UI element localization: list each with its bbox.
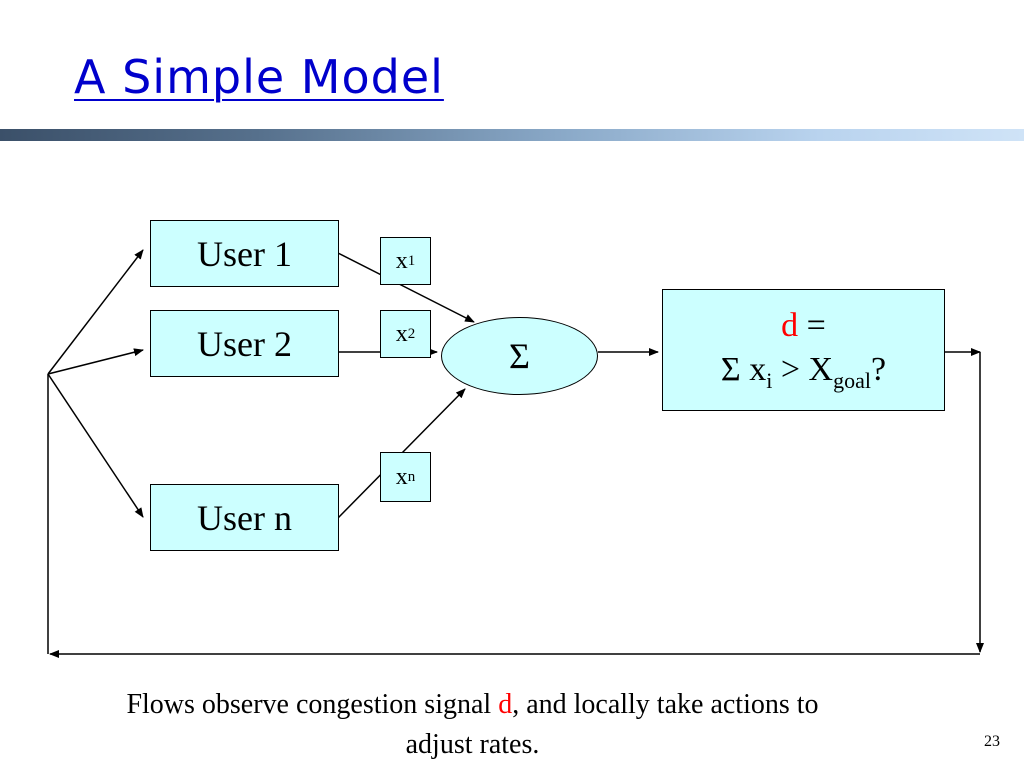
sum-node: Σ [441, 317, 598, 395]
caption-part-1: Flows observe congestion signal [126, 689, 499, 720]
flow-label-x2-sub: 2 [407, 325, 416, 342]
user-1-label: User 1 [197, 233, 292, 274]
user-n-box: User n [150, 484, 339, 551]
decision-line-2: Σ xi > Xgoal? [663, 348, 944, 403]
decision-line-1: d = [663, 304, 944, 348]
decision-i-sub: i [766, 367, 773, 393]
decision-equals: = [798, 307, 826, 344]
flow-label-x1-sub: 1 [407, 252, 416, 269]
caption-highlight: d [498, 689, 513, 720]
fanout-arrow-user1 [47, 249, 144, 375]
congestion-signal-var: d [781, 307, 799, 344]
decision-box: d = Σ xi > Xgoal? [662, 289, 945, 411]
user-2-label: User 2 [197, 323, 292, 364]
sum-symbol: Σ [509, 336, 530, 376]
flow-label-xn-sub: n [407, 468, 416, 485]
user-1-box: User 1 [150, 220, 339, 287]
decision-sigma: Σ x [720, 351, 767, 388]
user-n-label: User n [197, 497, 292, 538]
caption-part-2: , and locally take actions to adjust rat… [405, 689, 819, 760]
flow-label-xn-base: x [395, 463, 408, 490]
flow-label-x1-base: x [395, 247, 408, 274]
flow-arrow-user1 [337, 252, 475, 323]
decision-goal-sub: goal [833, 367, 871, 393]
fanout-arrow-usern [47, 373, 144, 518]
title-divider-bar [0, 129, 1024, 141]
slide-caption: Flows observe congestion signal d, and l… [100, 685, 845, 765]
flow-label-x2-base: x [395, 320, 408, 347]
user-2-box: User 2 [150, 310, 339, 377]
decision-question: ? [870, 351, 887, 388]
slide-number: 23 [984, 733, 1000, 750]
fanout-arrow-user2 [47, 348, 144, 375]
slide-title: A Simple Model [74, 50, 444, 104]
decision-gt: > X [772, 351, 834, 388]
